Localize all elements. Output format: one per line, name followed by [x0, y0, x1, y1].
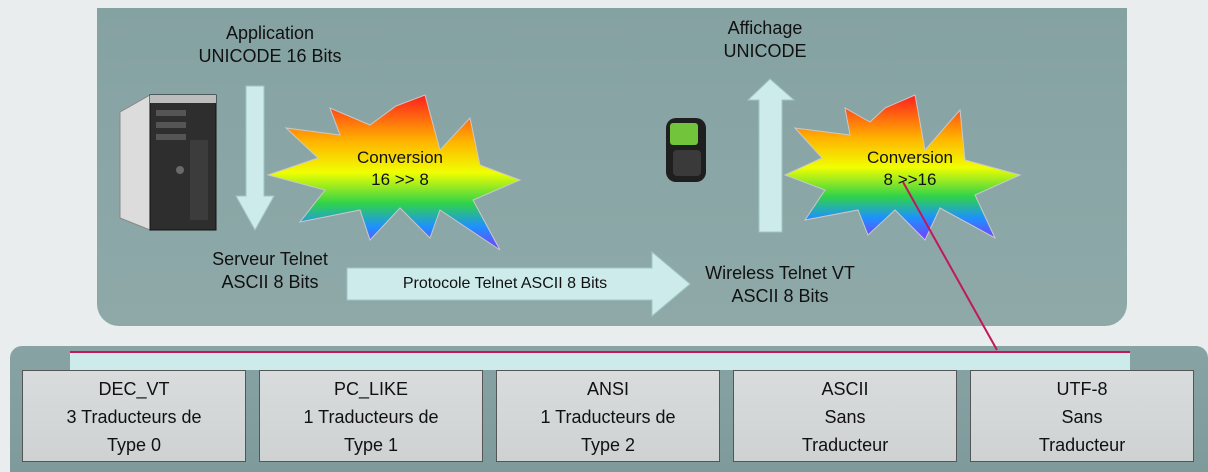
box-title: PC_LIKE — [333, 379, 409, 399]
translator-box-ascii: ASCII Sans Traducteur — [733, 370, 957, 462]
box-line: Type 0 — [106, 435, 162, 455]
box-line: Type 2 — [580, 435, 636, 455]
box-line: 3 Traducteurs de — [66, 407, 202, 427]
translator-box-ansi: ANSI 1 Traducteurs de Type 2 — [496, 370, 720, 462]
translator-bar — [70, 352, 1130, 370]
down-arrow — [235, 85, 275, 232]
handheld-device-icon — [666, 118, 706, 182]
utf8-connector-line — [902, 181, 998, 351]
conversion-burst-right — [783, 94, 1022, 241]
up-arrow — [746, 78, 796, 233]
conversion-burst-left — [266, 94, 522, 251]
box-line: 1 Traducteurs de — [303, 407, 439, 427]
box-title: DEC_VT — [98, 379, 170, 399]
box-line: Sans — [824, 407, 866, 427]
box-line: Traducteur — [1038, 435, 1126, 455]
box-line: Sans — [1061, 407, 1103, 427]
protocol-arrow — [346, 250, 691, 318]
conversion-right-label: Conversion 8 >>16 — [867, 148, 953, 189]
telnet-server-label: Serveur Telnet ASCII 8 Bits — [212, 249, 328, 292]
wireless-telnet-label: Wireless Telnet VT ASCII 8 Bits — [705, 263, 855, 306]
translator-box-pc-like: PC_LIKE 1 Traducteurs de Type 1 — [259, 370, 483, 462]
box-title: UTF-8 — [1056, 379, 1108, 399]
box-title: ANSI — [586, 379, 629, 399]
protocol-label: Protocole Telnet ASCII 8 Bits — [402, 275, 608, 292]
box-line: Type 1 — [343, 435, 399, 455]
box-title: ASCII — [821, 379, 869, 399]
application-label: Application UNICODE 16 Bits — [198, 23, 342, 66]
conversion-left-label: Conversion 16 >> 8 — [357, 148, 443, 189]
server-icon — [119, 94, 217, 231]
translator-box-dec-vt: DEC_VT 3 Traducteurs de Type 0 — [22, 370, 246, 462]
box-line: Traducteur — [801, 435, 889, 455]
box-line: 1 Traducteurs de — [540, 407, 676, 427]
display-label: Affichage UNICODE — [723, 18, 807, 61]
translator-box-utf8: UTF-8 Sans Traducteur — [970, 370, 1194, 462]
